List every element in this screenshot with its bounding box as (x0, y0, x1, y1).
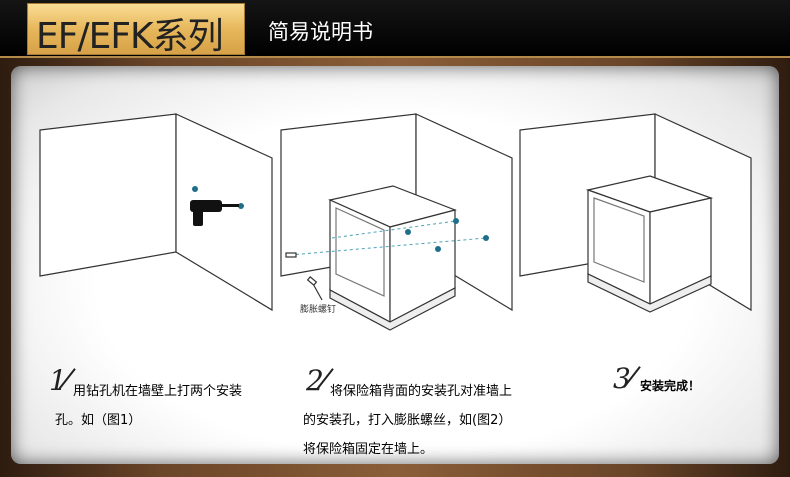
step-1-number: 1 (49, 364, 67, 397)
fig1-hole-top (192, 186, 198, 192)
step-1-line-1: 用钻孔机在墙壁上打两个安装 (73, 384, 243, 399)
figure-1 (39, 113, 273, 312)
step-2-line-3: 将保险箱固定在墙上。 (303, 442, 434, 457)
fig1-right-wall (175, 113, 273, 312)
step-3-line-1: 安装完成！ (640, 379, 701, 393)
fig2-hole-d (435, 246, 441, 252)
manual-title: 简易说明书 (268, 20, 373, 44)
expansion-screw-2-icon (306, 276, 318, 286)
fig1-hole-right (238, 203, 244, 209)
step-1-line-2: 孔。如（图1） (55, 413, 142, 428)
fig2-hole-b (405, 229, 411, 235)
fig3-safe-base (587, 273, 712, 313)
figure-3 (519, 113, 752, 313)
series-title: EF/EFK系列 (36, 16, 224, 57)
fig3-safe-door-frame (593, 197, 645, 283)
fig2-safe-base (329, 287, 456, 331)
fig1-left-wall (39, 113, 177, 277)
fig2-hole-a (453, 218, 459, 224)
step-2-line-1: 将保险箱背面的安装孔对准墙上 (330, 384, 513, 399)
fig2-safe-door-frame (335, 207, 385, 297)
step-2-line-2: 的安装孔，打入膨胀螺丝，如(图2） (303, 413, 512, 428)
step-3-number: 3 (613, 362, 631, 395)
figure-2 (280, 113, 513, 331)
series-badge: EF/EFK系列 (27, 3, 245, 57)
header-bar: EF/EFK系列 简易说明书 (0, 0, 790, 58)
step-2-number: 2 (306, 364, 324, 397)
expansion-screw-caption: 膨胀螺钉 (300, 305, 337, 315)
fig2-hole-c (483, 235, 489, 241)
drill-icon (190, 200, 239, 226)
expansion-screw-icon (285, 252, 297, 258)
